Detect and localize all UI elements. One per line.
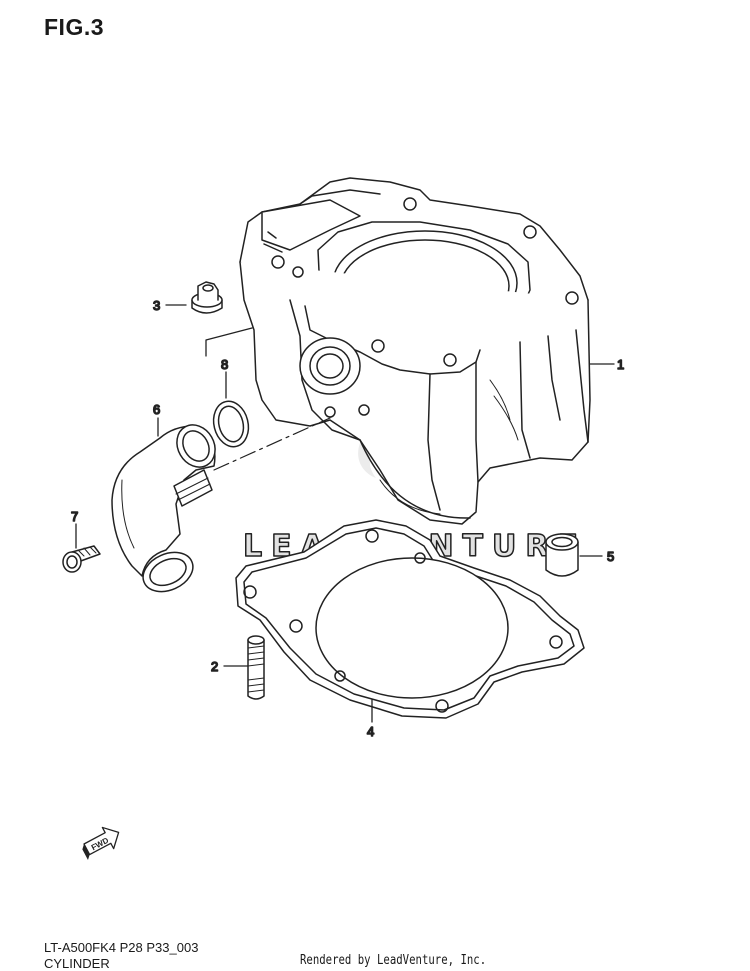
figure-title: FIG.3 [44,14,105,40]
callout-2: 2 [211,659,218,674]
stud-bolt[interactable] [247,635,265,700]
callout-labels: 1 2 3 4 5 6 7 8 [70,297,625,740]
water-outlet-pipe[interactable] [111,418,223,599]
pipe-bolt[interactable] [62,545,101,573]
callout-6: 6 [153,402,160,417]
render-credit: Rendered by LeadVenture, Inc. [300,953,487,968]
callout-4: 4 [367,724,374,739]
flange-nut[interactable] [191,281,223,314]
o-ring[interactable] [209,398,253,451]
base-gasket[interactable] [235,519,585,719]
callout-8: 8 [221,357,228,372]
section-name: CYLINDER [44,956,110,971]
callout-3: 3 [153,298,160,313]
cylinder-block[interactable] [239,177,591,525]
dowel-pin[interactable] [545,533,579,577]
callout-5: 5 [607,549,614,564]
leader-lines [75,304,615,723]
callout-1: 1 [617,357,624,372]
assembly-axis-line [213,417,331,471]
nut-guide-line [205,327,253,357]
part-code: LT-A500FK4 P28 P33_003 [44,940,199,955]
callout-7: 7 [71,509,78,524]
fwd-arrow-icon: FWD [82,826,120,861]
